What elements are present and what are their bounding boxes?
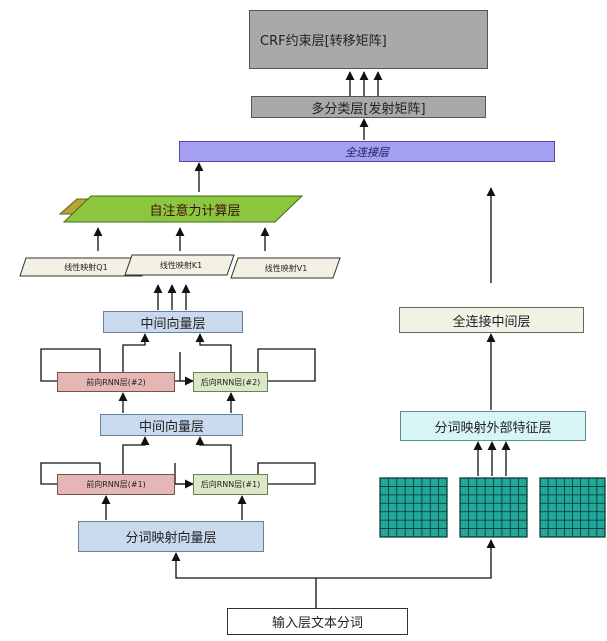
linear-projection-q-label: 线性映射Q1 bbox=[64, 262, 108, 272]
feature-matrix-2 bbox=[459, 477, 528, 538]
segmentation-vector-layer-label: 分词映射向量层 bbox=[125, 531, 217, 546]
fully-connected-layer: 全连接层 bbox=[179, 141, 555, 162]
input-layer: 输入层文本分词 bbox=[227, 608, 408, 635]
feature-matrix-group bbox=[379, 477, 606, 538]
backward-rnn-layer-1: 后向RNN层(#1) bbox=[193, 474, 268, 495]
linear-projection-v-label: 线性映射V1 bbox=[264, 263, 308, 273]
forward-rnn-layer-1: 前向RNN层(#1) bbox=[57, 474, 175, 495]
crf-layer-label: CRF约束层[转移矩阵] bbox=[260, 34, 387, 49]
segmentation-vector-layer: 分词映射向量层 bbox=[78, 521, 264, 552]
self-attention-layer-label: 自注意力计算层 bbox=[149, 203, 241, 219]
intermediate-vector-layer-1-label: 中间向量层 bbox=[138, 419, 204, 435]
attention-main-layer bbox=[62, 195, 304, 223]
linear-projection-q: 线性映射Q1 bbox=[30, 259, 142, 275]
backward-rnn-layer-2-label: 后向RNN层(#2) bbox=[200, 377, 261, 387]
intermediate-vector-layer-2-label: 中间向量层 bbox=[140, 316, 206, 332]
linear-projection-k-label: 线性映射K1 bbox=[159, 260, 203, 270]
loop-connector bbox=[40, 462, 101, 485]
multiclass-layer-label: 多分类层[发射矩阵] bbox=[311, 101, 426, 117]
proj-k-shape bbox=[124, 254, 235, 276]
intermediate-vector-layer-1: 中间向量层 bbox=[100, 414, 243, 436]
proj-v-shape bbox=[230, 257, 341, 279]
loop-connector bbox=[257, 348, 316, 382]
loop-connector bbox=[179, 352, 194, 386]
multiclass-layer: 多分类层[发射矩阵] bbox=[251, 96, 486, 118]
feature-matrix-1 bbox=[379, 477, 448, 538]
fully-connected-intermediate-layer: 全连接中间层 bbox=[399, 307, 584, 333]
crf-layer: CRF约束层[转移矩阵] bbox=[249, 10, 488, 69]
arrow bbox=[195, 436, 232, 474]
linear-projection-v: 线性映射V1 bbox=[238, 259, 334, 277]
input-layer-label: 输入层文本分词 bbox=[271, 616, 363, 631]
backward-rnn-layer-1-label: 后向RNN层(#1) bbox=[200, 480, 261, 489]
fully-connected-layer-label: 全连接层 bbox=[345, 145, 389, 159]
self-attention-layer: 自注意力计算层 bbox=[95, 198, 295, 220]
fully-connected-intermediate-layer-label: 全连接中间层 bbox=[452, 314, 531, 330]
feature-matrix-3 bbox=[539, 477, 606, 538]
intermediate-vector-layer-2: 中间向量层 bbox=[103, 311, 243, 333]
forward-rnn-layer-2: 前向RNN层(#2) bbox=[57, 372, 175, 392]
loop-connector bbox=[40, 348, 101, 382]
arrow bbox=[122, 436, 150, 474]
arrow bbox=[122, 333, 150, 372]
backward-rnn-layer-2: 后向RNN层(#2) bbox=[193, 372, 268, 392]
loop-connector bbox=[174, 463, 194, 489]
arrow bbox=[195, 333, 232, 372]
loop-connector bbox=[257, 462, 316, 485]
linear-projection-k: 线性映射K1 bbox=[133, 256, 229, 274]
external-feature-layer: 分词映射外部特征层 bbox=[400, 411, 586, 441]
arrow bbox=[171, 552, 316, 579]
arrow bbox=[316, 539, 496, 579]
forward-rnn-layer-1-label: 前向RNN层(#1) bbox=[86, 480, 146, 489]
forward-rnn-layer-2-label: 前向RNN层(#2) bbox=[86, 377, 146, 387]
external-feature-layer-label: 分词映射外部特征层 bbox=[434, 420, 552, 436]
